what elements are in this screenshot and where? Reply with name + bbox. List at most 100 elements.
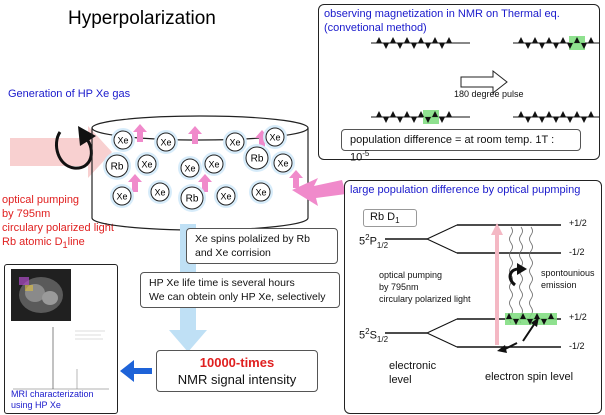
xe-atom-label: Xe [141, 160, 152, 170]
rb-label: Rb D [370, 211, 396, 223]
op-note-line4-prefix: Rb atomic D [2, 236, 63, 248]
spin-ensemble-bottom-left [371, 110, 470, 124]
population-difference-box: population difference = at room temp. 1T… [341, 129, 581, 164]
lifetime-box: HP Xe life time is several hours We can … [140, 272, 340, 308]
spin-marker [518, 37, 524, 43]
circular-polarization-arrow [55, 126, 96, 170]
emission-line2: emission [541, 280, 577, 290]
pump-line1: optical pumping [379, 270, 443, 280]
mri-caption: MRI characterization using HP Xe [11, 389, 94, 411]
spin-marker [376, 37, 382, 43]
op-note-line3: circulary polarized light [2, 222, 114, 234]
pulse-label: 180 degree pulse [454, 89, 524, 99]
signal-highlight: 10000-times [199, 355, 275, 370]
s-level-spin-marker [513, 319, 519, 325]
spin-marker [525, 117, 531, 123]
s-level-spin-marker [548, 313, 554, 319]
lifetime-line2: We can obtein only HP Xe, selectively [149, 291, 326, 303]
mri-caption-line2: using HP Xe [11, 400, 61, 410]
spin-marker [567, 117, 573, 123]
spin-marker [425, 43, 431, 49]
p-minus-half: -1/2 [569, 247, 585, 257]
spin-up-arrow [289, 170, 303, 188]
spin-marker [539, 117, 545, 123]
xe-atom [225, 132, 245, 152]
rb-sub: 1 [395, 216, 400, 226]
p-state-sup: 2 [365, 233, 370, 242]
s-state-num: 5 [359, 329, 366, 342]
spin-ensembles [371, 36, 599, 124]
xe-atom [251, 182, 271, 202]
spin-marker [525, 43, 531, 49]
xe-atom-label: Xe [220, 192, 231, 202]
spin-marker [390, 37, 396, 43]
xe-atom [150, 182, 170, 202]
spin-marker [581, 43, 587, 49]
spin-up-arrow [188, 126, 202, 144]
spin-ensemble-top-right [513, 36, 599, 50]
spin-marker [418, 37, 424, 43]
rb-atom-label: Rb [111, 162, 124, 173]
s-state-sub: 1/2 [376, 334, 389, 344]
mri-panel: MRI characterization using HP Xe [4, 264, 118, 414]
p-state-num: 5 [359, 235, 366, 248]
xe-atom [273, 153, 293, 173]
op-note-line4: Rb atomic D1line [2, 235, 114, 252]
spin-marker [546, 37, 552, 43]
pump-line3: circulary polarized light [379, 294, 471, 304]
spin-marker [446, 111, 452, 117]
emission-line1: spontounious [541, 268, 595, 278]
spin-marker [588, 111, 594, 117]
xe-atom-label: Xe [116, 192, 127, 202]
xe-atom [156, 132, 176, 152]
spin-up-arrow [133, 124, 147, 142]
xe-atom [216, 186, 236, 206]
spin-marker [567, 43, 573, 49]
spin-marker [383, 117, 389, 123]
energy-level-diagram [385, 223, 561, 353]
s-plus-half: +1/2 [569, 312, 587, 322]
thermal-title-line2: (convetional method) [324, 22, 427, 34]
pulse-arrow [460, 69, 508, 95]
spin-marker [376, 111, 382, 117]
spin-ensemble-top-left [371, 37, 470, 49]
spin-ensemble-bottom-right [513, 111, 599, 123]
op-note-line4-suffix: line [67, 236, 85, 248]
spin-marker [588, 37, 594, 43]
spin-marker [425, 117, 431, 123]
thermal-title-line1: observing magnetization in NMR on Therma… [324, 8, 560, 20]
xe-atom-label: Xe [277, 159, 288, 169]
xe-atom [112, 186, 132, 206]
pump-line2: by 795nm [379, 282, 419, 292]
rb-atom [105, 154, 129, 178]
xe-atom [113, 130, 133, 150]
mri-caption-line1: MRI characterization [11, 389, 94, 399]
spin-marker [404, 37, 410, 43]
spin-marker [553, 43, 559, 49]
spin-marker [439, 43, 445, 49]
generation-label: Generation of HP Xe gas [8, 88, 131, 100]
xe-atom-label: Xe [184, 164, 195, 174]
pump-light-arrow [10, 126, 112, 178]
signal-box: 10000-times NMR signal intensity [156, 350, 318, 392]
spin-up-arrow [128, 174, 142, 192]
spin-marker [397, 117, 403, 123]
s-level-spin-marker [527, 319, 533, 325]
electronic-level-label: electronic level [389, 360, 437, 386]
xe-atom-label: Xe [269, 133, 280, 143]
s-level-spin-marker [520, 313, 526, 319]
xe-atom-label: Xe [255, 188, 266, 198]
spin-marker [390, 111, 396, 117]
s-level-spin-marker [506, 313, 512, 319]
xe-atom [137, 154, 157, 174]
op-note-line1: optical pumping [2, 194, 80, 206]
xe-spin-line1: Xe spins polalized by Rb [195, 233, 310, 245]
xe-atom [265, 127, 285, 147]
mri-images [11, 269, 109, 390]
p-state-sub: 1/2 [376, 240, 389, 250]
spin-marker [560, 111, 566, 117]
s-minus-half: -1/2 [569, 341, 585, 351]
spin-marker [574, 111, 580, 117]
electron-spin-level-label: electron spin level [485, 371, 574, 383]
